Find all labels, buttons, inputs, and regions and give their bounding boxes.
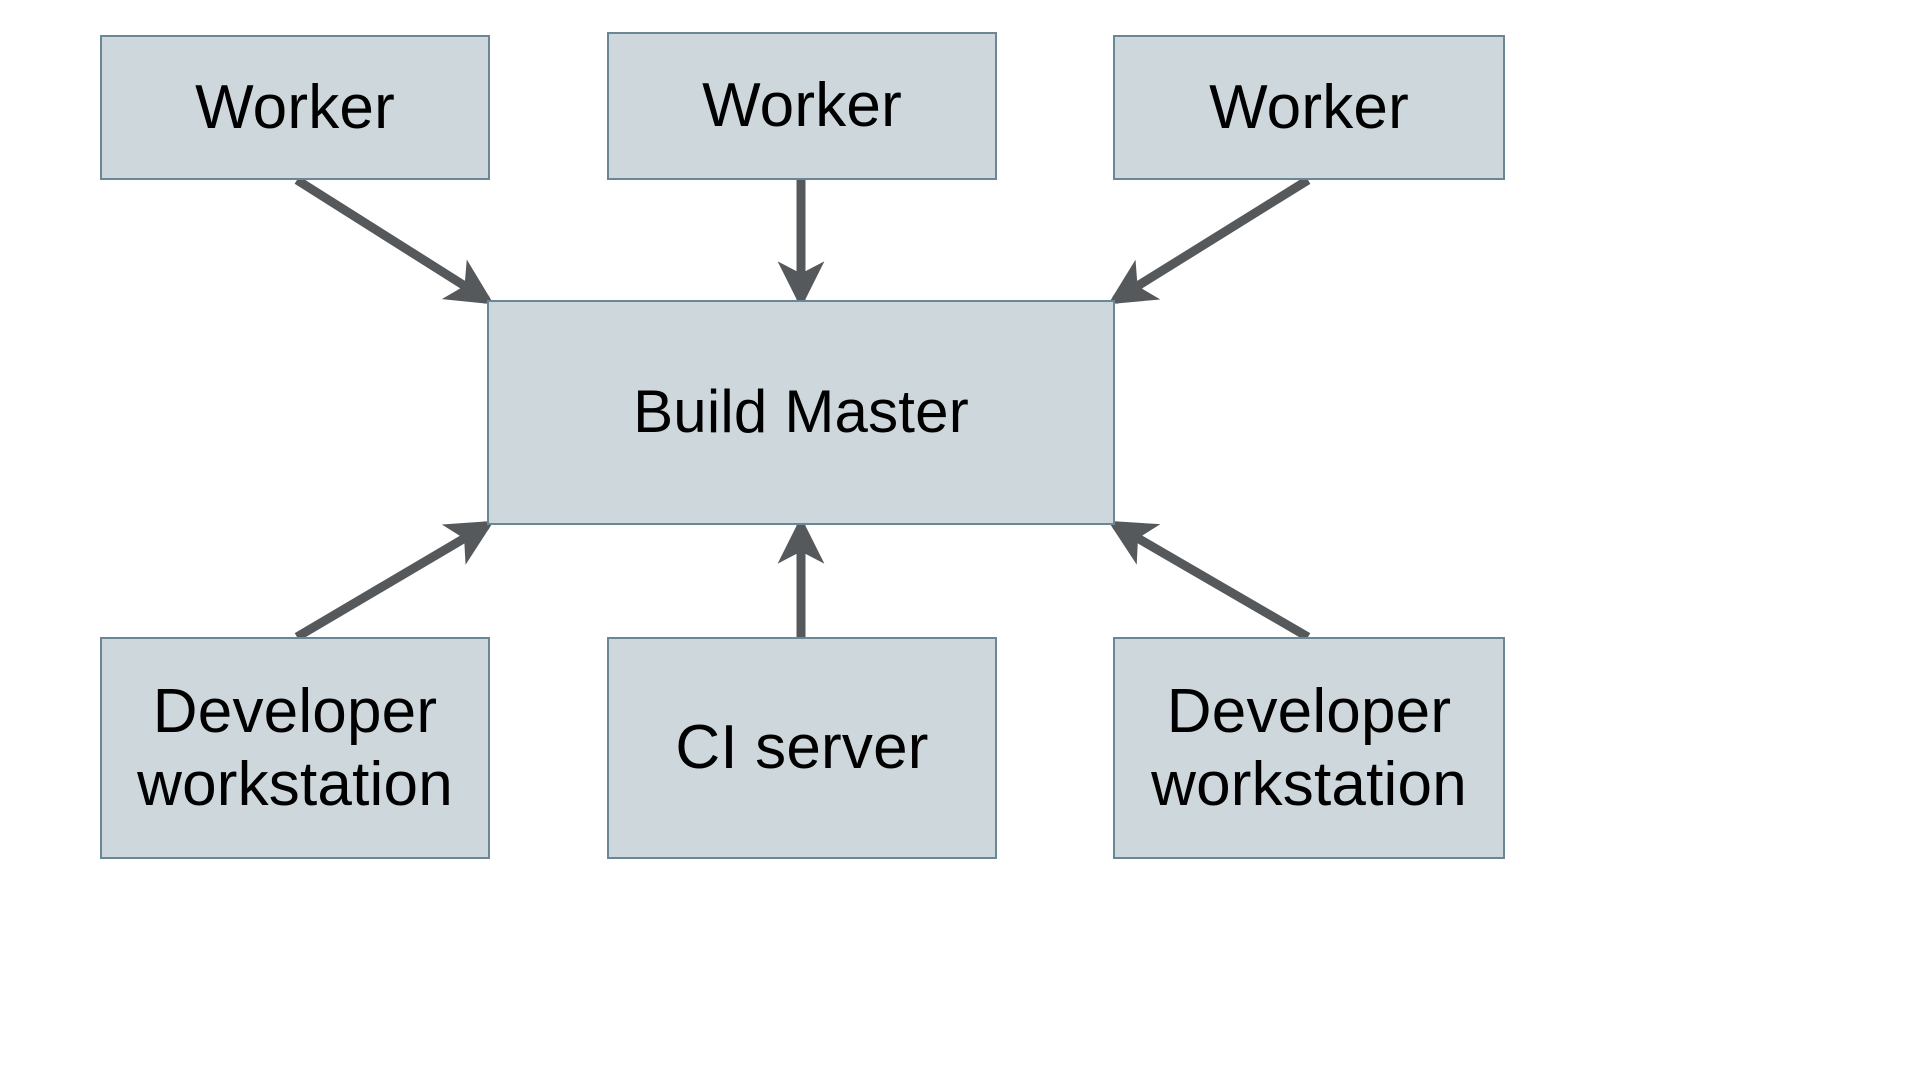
- node-build-master[interactable]: Build Master: [487, 300, 1115, 525]
- node-build-master-label: Build Master: [633, 378, 969, 446]
- edge-dev-left-to-build-master: [294, 520, 494, 641]
- node-ci-server[interactable]: CI server: [607, 637, 997, 859]
- node-worker-right[interactable]: Worker: [1113, 35, 1505, 180]
- node-worker-mid-label: Worker: [702, 71, 902, 141]
- edge-worker-left-to-build-master: [294, 176, 494, 305]
- node-worker-right-label: Worker: [1209, 72, 1409, 142]
- node-developer-workstation-left[interactable]: Developer workstation: [100, 637, 490, 859]
- node-developer-workstation-right-label: Developer workstation: [1151, 676, 1467, 819]
- node-developer-workstation-right[interactable]: Developer workstation: [1113, 637, 1505, 859]
- node-worker-left[interactable]: Worker: [100, 35, 490, 180]
- node-worker-mid[interactable]: Worker: [607, 32, 997, 180]
- node-ci-server-label: CI server: [675, 713, 929, 783]
- edge-worker-right-to-build-master: [1108, 176, 1311, 305]
- node-worker-left-label: Worker: [195, 72, 395, 142]
- edge-dev-right-to-build-master: [1107, 520, 1311, 641]
- node-developer-workstation-left-label: Developer workstation: [137, 676, 453, 819]
